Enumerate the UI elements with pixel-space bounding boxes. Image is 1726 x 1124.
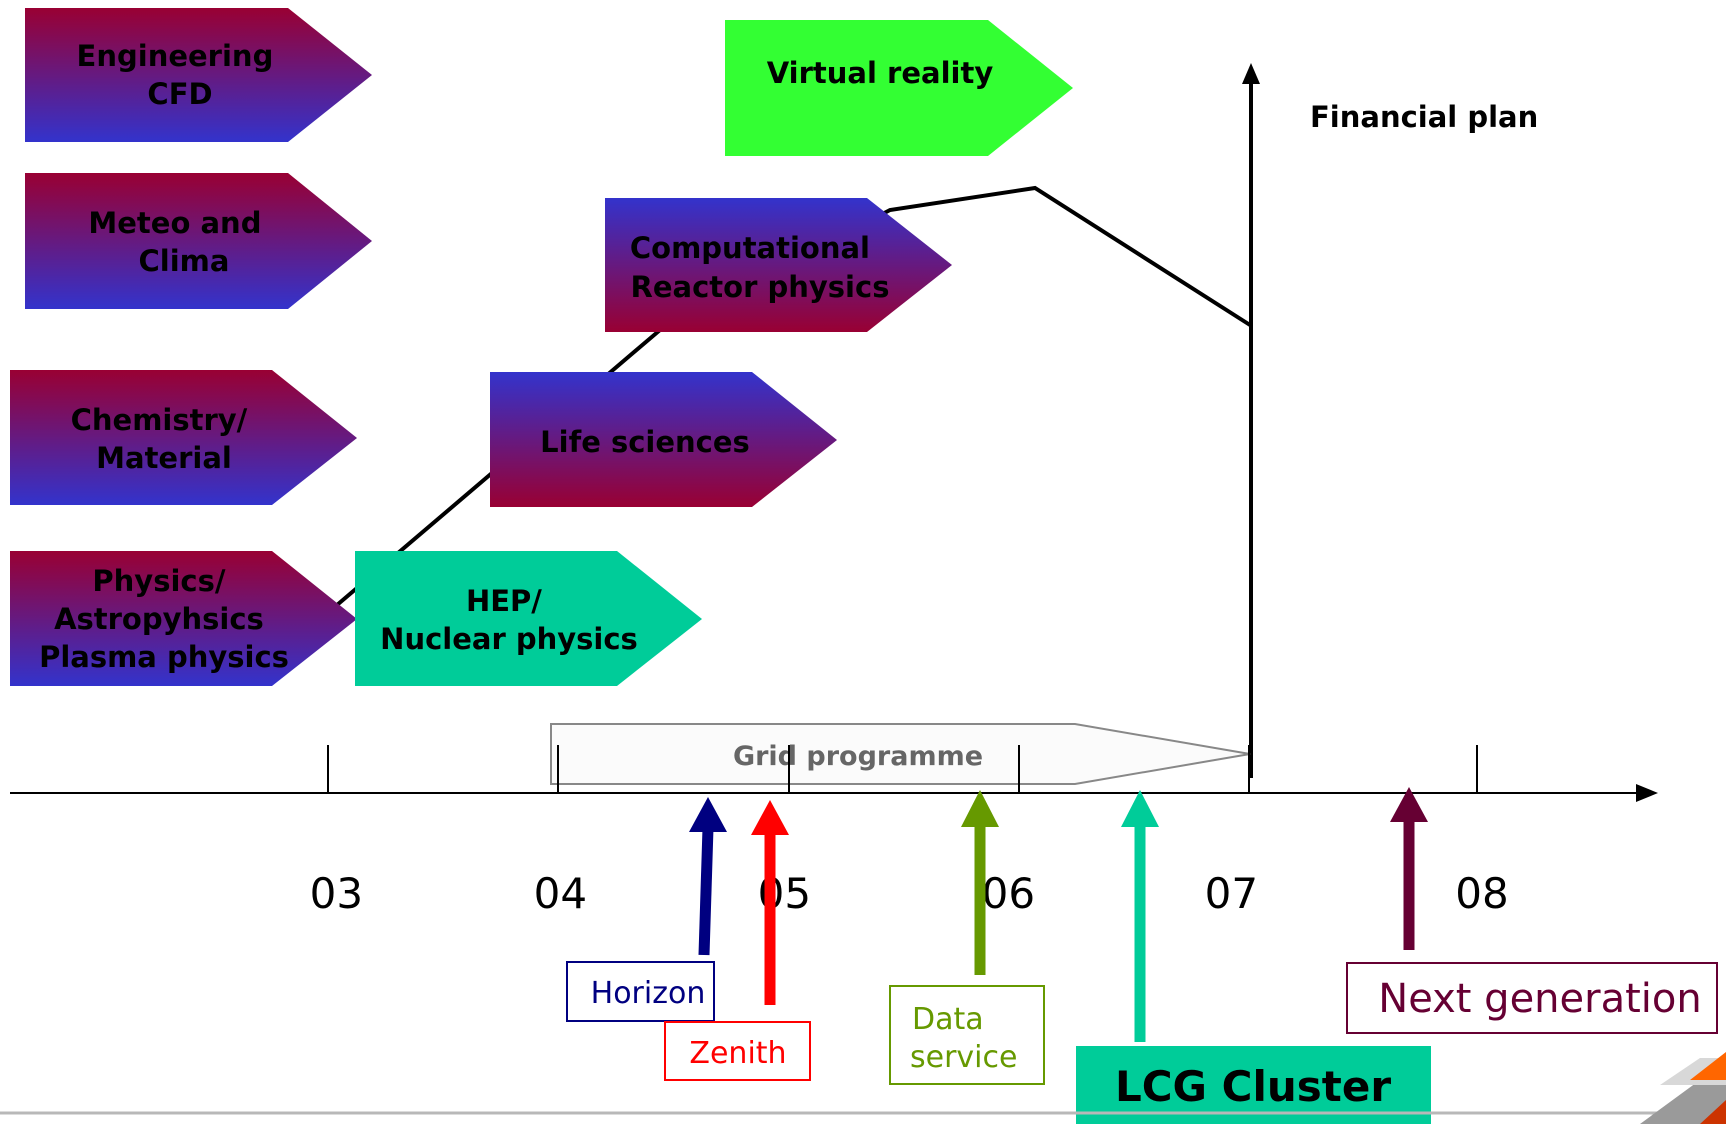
svg-text:Chemistry/ Material: Chemistry/ Material	[71, 403, 258, 475]
milestone-box	[889, 985, 1045, 1085]
milestone-label: Horizon	[591, 976, 706, 1011]
milestone-next-generation: Next generation	[1346, 787, 1718, 1034]
grid-programme-label: Grid programme	[733, 741, 983, 772]
domain-arrow-chemistry-material: Chemistry/ Material	[10, 370, 357, 505]
svg-text:Data service: Data service	[910, 1002, 1017, 1075]
milestone-label-line: Data	[912, 1002, 984, 1037]
milestone-arrowhead	[1121, 790, 1159, 827]
domain-label-line: Physics/	[92, 564, 225, 598]
domain-label-line: Nuclear physics	[380, 622, 638, 656]
domain-arrow-life-sciences: Life sciences	[490, 372, 837, 507]
svg-text:Meteo and Clima: Meteo and Clima	[88, 206, 271, 278]
domain-label-line: Chemistry/	[71, 403, 248, 437]
corner-logo	[1640, 1052, 1726, 1124]
milestone-label-line: service	[910, 1040, 1017, 1075]
time-axis-arrowhead	[1636, 784, 1658, 802]
domain-label-line: HEP/	[466, 584, 542, 618]
domain-arrow-virtual-reality: Virtual reality	[725, 20, 1073, 156]
domain-label-line: Virtual reality	[767, 56, 994, 90]
domain-label-line: Engineering	[77, 39, 274, 73]
milestone-arrowhead	[751, 800, 789, 835]
domain-label-line: CFD	[147, 77, 212, 111]
milestone-box	[664, 1021, 811, 1081]
svg-text:HEP/ Nuclear physics: HEP/ Nuclear physics	[380, 584, 638, 656]
svg-text:Life sciences: Life sciences	[540, 425, 750, 459]
domain-label-line: Plasma physics	[39, 640, 289, 674]
milestone-data-service: Data service	[889, 790, 1045, 1085]
year-label: 04	[534, 869, 587, 918]
domain-arrow-meteo-clima: Meteo and Clima	[25, 173, 372, 309]
milestone-arrow-shaft	[698, 827, 714, 956]
milestone-label: Next generation	[1378, 976, 1701, 1022]
financial-plan-label: Financial plan	[1310, 100, 1538, 134]
year-label: 06	[982, 869, 1035, 918]
year-label: 03	[310, 869, 363, 918]
domain-label-line: Life sciences	[540, 425, 750, 459]
svg-text:03 04 05 06 07: 03 04 05 06 07 08	[310, 869, 1509, 918]
svg-text:Engineering CFD: Engineering CFD	[77, 39, 284, 111]
svg-text:Virtual reality: Virtual reality	[767, 56, 994, 90]
domain-label-line: Material	[96, 441, 232, 475]
milestone-box	[566, 961, 715, 1022]
domain-arrow-computational-reactor: Computational Reactor physics	[605, 198, 952, 332]
domain-label-line: Reactor physics	[631, 270, 890, 304]
milestone-label: Zenith	[689, 1036, 786, 1071]
milestone-arrowhead	[1390, 787, 1428, 822]
domain-label-line: Astropyhsics	[54, 602, 264, 636]
milestone-box	[1346, 962, 1718, 1034]
domain-arrow-physics-astro-plasma: Physics/ Astropyhsics Plasma physics	[10, 551, 357, 686]
milestone-arrowhead	[689, 797, 727, 832]
milestone-lcg-cluster: LCG Cluster	[1076, 790, 1431, 1124]
domain-label-line: Computational	[630, 231, 870, 265]
milestone-horizon: Horizon	[566, 797, 727, 1022]
domain-label-line: Clima	[139, 244, 230, 278]
milestone-arrowhead	[961, 790, 999, 827]
svg-text:Computational Reactor ph: Computational Reactor physics	[630, 231, 890, 304]
grid-programme-arrow: Grid programme	[550, 723, 1251, 785]
milestone-label: LCG Cluster	[1115, 1062, 1391, 1111]
year-label: 08	[1455, 869, 1508, 918]
svg-text:Physics/ Astropyhsics: Physics/ Astropyhsics Plasma physics	[39, 564, 289, 674]
domain-label-line: Meteo and	[88, 206, 261, 240]
milestone-zenith: Zenith	[664, 800, 811, 1081]
milestone-box	[1076, 1046, 1431, 1124]
domain-arrow-hep-nuclear: HEP/ Nuclear physics	[355, 551, 702, 686]
year-label: 07	[1205, 869, 1258, 918]
domain-arrow-engineering-cfd: Engineering CFD	[25, 8, 372, 142]
financial-axis-arrowhead	[1242, 63, 1260, 84]
